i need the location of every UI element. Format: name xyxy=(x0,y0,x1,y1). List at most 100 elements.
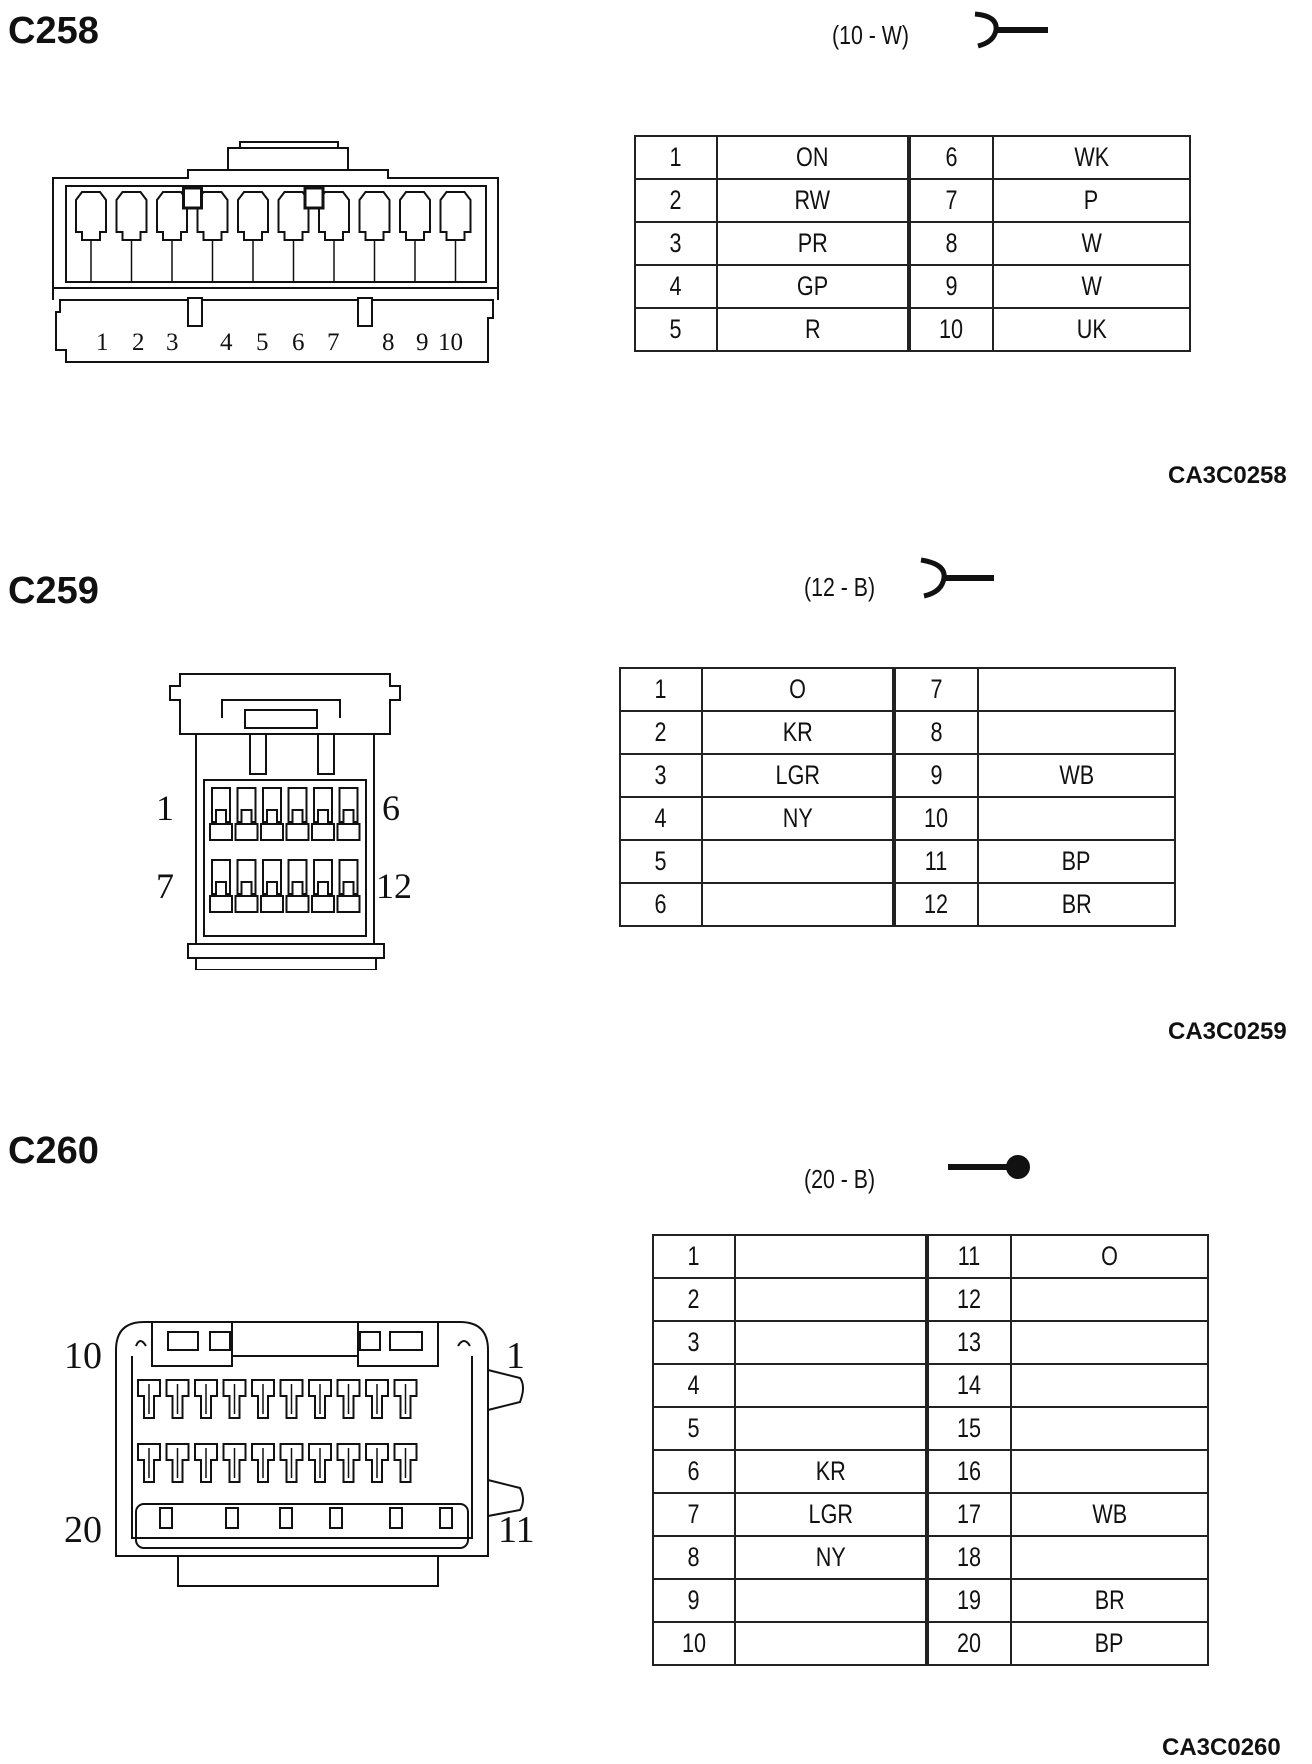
pin-number-label: 1 xyxy=(156,788,174,828)
terminal-cavity xyxy=(209,787,233,841)
pin-number-cell: 6 xyxy=(907,135,994,180)
pin-number: 2 xyxy=(687,1284,701,1314)
wire-color-cell: RW xyxy=(716,178,910,223)
pin-number: 4 xyxy=(687,1370,701,1400)
pin-number-cell: 7 xyxy=(892,667,979,712)
wire-color-cell: WB xyxy=(977,753,1176,798)
pin-number-label: 10 xyxy=(64,1335,102,1377)
wire-color: GP xyxy=(796,271,829,301)
wire-color: R xyxy=(804,314,821,344)
terminal-pin xyxy=(365,1379,389,1419)
pin-number-cell: 3 xyxy=(652,1320,736,1365)
pin-number: 11 xyxy=(958,1241,981,1271)
pin-number-cell: 10 xyxy=(892,796,979,841)
lock-window xyxy=(329,1507,343,1529)
pin-number-cell: 9 xyxy=(907,264,994,309)
pin-number-cell: 9 xyxy=(652,1578,736,1623)
wire-color-cell: WB xyxy=(1010,1492,1209,1537)
pin-number-label: 9 xyxy=(416,329,429,356)
wire-color-cell xyxy=(701,839,895,884)
terminal-pin xyxy=(222,1379,247,1419)
pin-number: 7 xyxy=(930,674,943,704)
pin-number: 10 xyxy=(939,314,964,344)
wire-color-cell: P xyxy=(992,178,1191,223)
pin-number-cell: 7 xyxy=(652,1492,736,1537)
terminal-cavity xyxy=(277,191,310,282)
connector-spec-c258: (10 - W) xyxy=(832,20,909,50)
pin-row: 5 11 BP xyxy=(619,839,1176,884)
pin-number: 11 xyxy=(925,846,948,876)
wire-color-cell: GP xyxy=(716,264,910,309)
wire-color-cell: W xyxy=(992,221,1191,266)
pin-number: 5 xyxy=(654,846,668,876)
pin-number: 3 xyxy=(654,760,668,790)
pin-row: 4 14 xyxy=(652,1363,1209,1408)
wire-color-cell: PR xyxy=(716,221,910,266)
wire-color: BR xyxy=(1061,889,1092,919)
pin-number: 2 xyxy=(654,717,668,747)
pin-number-cell: 4 xyxy=(619,796,703,841)
pin-number: 7 xyxy=(687,1499,701,1529)
pin-number: 10 xyxy=(681,1628,707,1658)
pin-number-cell: 8 xyxy=(907,221,994,266)
terminal-cavity xyxy=(209,859,233,913)
pin-number-cell: 10 xyxy=(907,307,994,352)
terminal-cavity xyxy=(260,859,284,913)
wire-color-cell: UK xyxy=(992,307,1191,352)
wire-color: WB xyxy=(1092,1499,1127,1529)
wire-color-cell: KR xyxy=(701,710,895,755)
pin-number-cell: 13 xyxy=(925,1320,1012,1365)
wire-color-cell xyxy=(977,667,1176,712)
pin-number: 2 xyxy=(669,185,683,215)
pin-number-cell: 11 xyxy=(925,1234,1012,1279)
terminal-pin xyxy=(194,1379,218,1419)
connector-title-c259: C259 xyxy=(8,570,99,612)
wire-color-cell: BP xyxy=(977,839,1176,884)
pin-number-label: 3 xyxy=(166,329,179,356)
wire-color-cell xyxy=(1010,1406,1209,1451)
terminal-cavity xyxy=(311,859,335,913)
pin-number: 8 xyxy=(945,228,958,258)
pin-number: 12 xyxy=(924,889,949,919)
wire-color: BR xyxy=(1094,1585,1125,1615)
terminal-pin xyxy=(222,1443,247,1483)
female-terminal-icon xyxy=(974,11,1048,49)
terminal-cavity xyxy=(318,191,350,282)
terminal-cavity xyxy=(234,859,259,913)
lock-window xyxy=(303,186,325,210)
terminal-cavity xyxy=(399,191,431,282)
pin-number-cell: 1 xyxy=(634,135,718,180)
pin-number-label: 12 xyxy=(376,866,412,906)
wire-color-cell xyxy=(1010,1535,1209,1580)
connector-spec-c259: (12 - B) xyxy=(804,572,876,602)
pin-number: 3 xyxy=(687,1327,701,1357)
pin-number: 15 xyxy=(957,1413,982,1443)
wire-color-cell xyxy=(977,710,1176,755)
wire-color-cell: R xyxy=(716,307,910,352)
wire-color-cell xyxy=(1010,1449,1209,1494)
terminal-cavity xyxy=(75,191,107,282)
wire-color: KR xyxy=(815,1456,846,1486)
pin-number-cell: 16 xyxy=(925,1449,1012,1494)
pin-number: 5 xyxy=(669,314,683,344)
terminal-cavity xyxy=(336,787,361,841)
terminal-pin xyxy=(308,1443,332,1483)
pin-number-cell: 20 xyxy=(925,1621,1012,1666)
pin-number-cell: 12 xyxy=(925,1277,1012,1322)
pin-number-cell: 9 xyxy=(892,753,979,798)
wire-color-cell xyxy=(977,796,1176,841)
wire-color: LGR xyxy=(775,760,820,790)
wire-color-cell: NY xyxy=(701,796,895,841)
pin-number: 17 xyxy=(957,1499,982,1529)
wire-color-cell: BP xyxy=(1010,1621,1209,1666)
terminal-pin xyxy=(251,1379,275,1419)
wire-color-cell xyxy=(734,1406,928,1451)
pin-number-cell: 14 xyxy=(925,1363,1012,1408)
